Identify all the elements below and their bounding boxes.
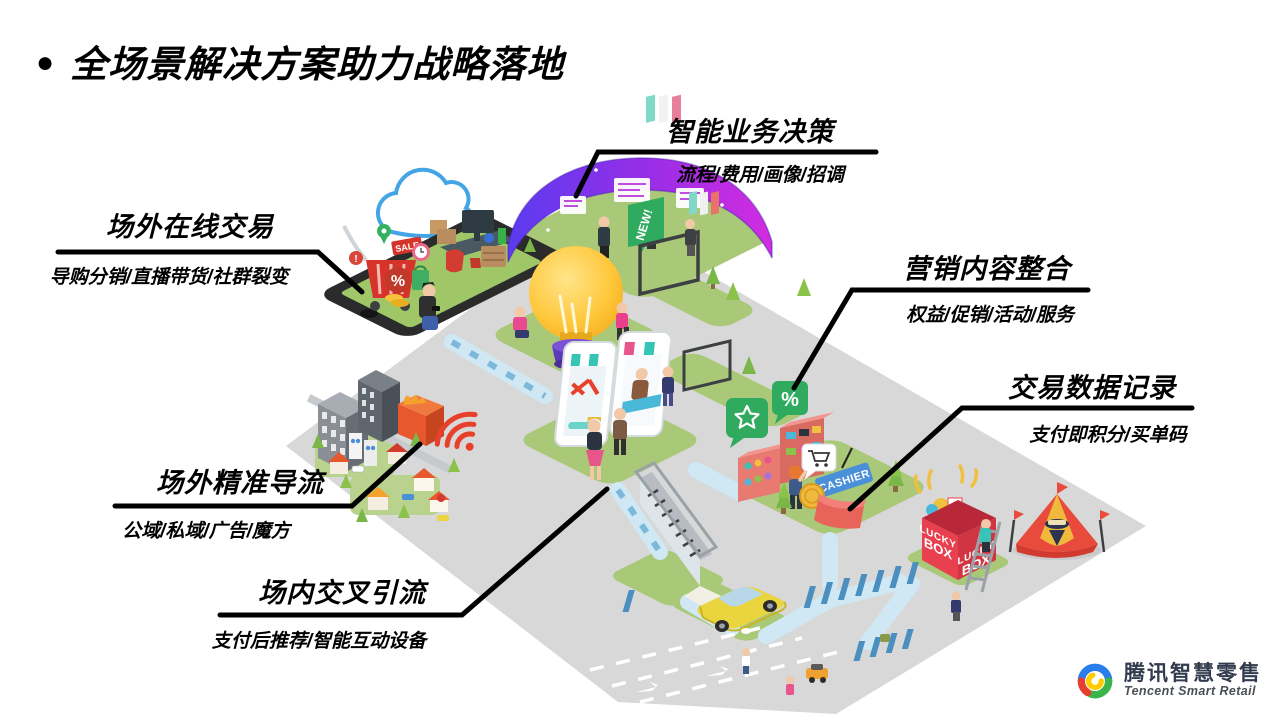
brand-logo: 腾讯智慧零售 Tencent Smart Retail [1074,660,1262,702]
clothing-racks [638,94,811,392]
city-cluster [306,370,460,522]
callout-offsite-online-subtitle: 导购分销/直播带货/社群裂变 [49,267,289,288]
phone-online-shop: % SALE ! [324,210,564,336]
logo-cn: 腾讯智慧零售 [1124,662,1262,686]
title-text: 全场景解决方案助力战略落地 [70,44,565,85]
callout-insite-traffic-subtitle: 支付后推荐/智能互动设备 [211,631,427,652]
svg-text:!: ! [354,254,357,265]
bullet-icon: ● [36,46,55,79]
shopper-man [613,408,627,455]
shopper-woman [586,417,604,480]
callout-offsite-online-title: 场外在线交易 [106,212,274,242]
lucky-box: LUCKY BOX LUCKY BOX [913,464,1002,593]
svg-text:%: % [781,389,799,411]
page-title: ● 全场景解决方案助力战略落地 [36,34,564,88]
callout-marketing-title: 营销内容整合 [903,254,1071,284]
callout-offsite-traffic-subtitle: 公域/私域/广告/魔方 [122,521,290,542]
callout-marketing-subtitle: 权益/促销/活动/服务 [906,305,1074,326]
logo-en: Tencent Smart Retail [1124,684,1256,699]
yellow-car [697,586,787,634]
phone-portals [554,331,674,480]
new-sign: NEW! [628,197,664,252]
callout-transaction-subtitle: 支付即积分/买单码 [1029,425,1187,446]
walking-man-navy [662,366,674,406]
wifi-icon [434,411,478,451]
chat-bubble-percent-icon: % [772,381,808,424]
percent-badge: % [391,273,405,290]
chat-bubble-star-icon [726,398,768,448]
callout-insite-traffic-title: 场内交叉引流 [258,578,426,608]
road-markings [589,591,961,704]
circus-tent [1008,482,1110,560]
callout-transaction-title: 交易数据记录 [1008,373,1176,403]
logo-swirl-icon [1077,663,1113,699]
callout-smart-decision-title: 智能业务决策 [666,117,834,147]
callout-smart-decision-subtitle: 流程/费用/画像/招调 [676,165,844,186]
person-sitting-phone [419,282,440,330]
path-network [444,253,920,661]
crosswalk-bars [622,562,919,661]
leader-lines [55,149,1195,618]
callout-offsite-traffic-title: 场外精准导流 [156,468,324,498]
dome-stage [507,157,773,263]
